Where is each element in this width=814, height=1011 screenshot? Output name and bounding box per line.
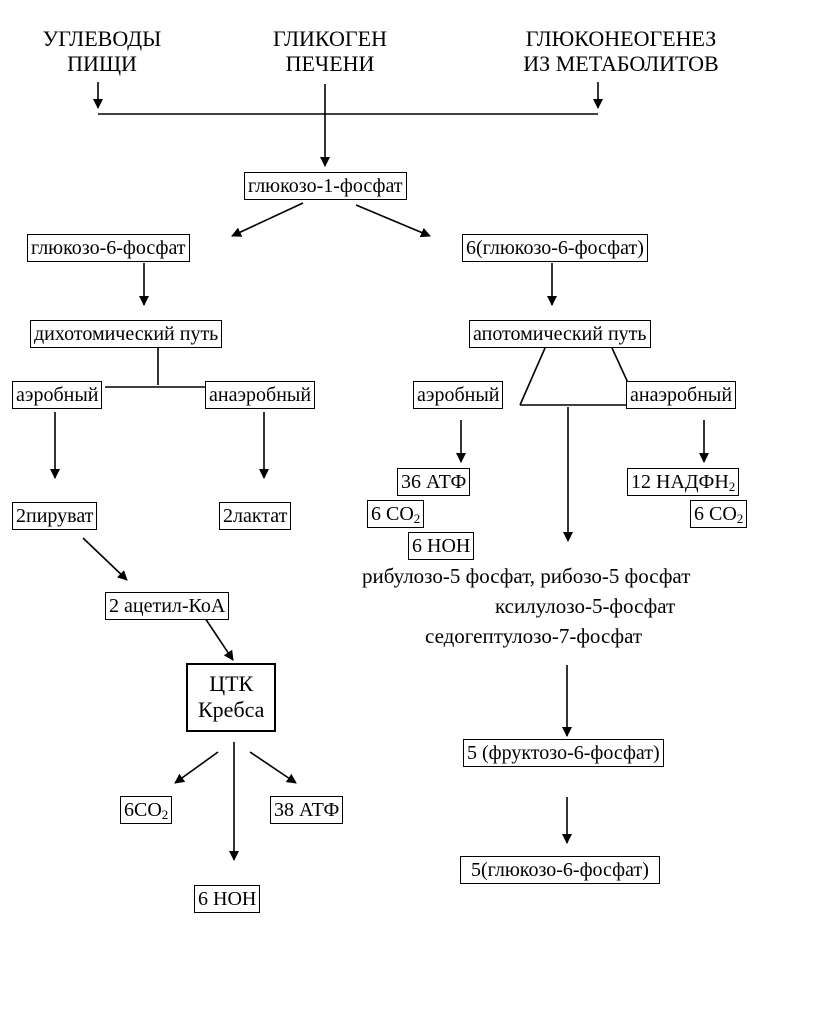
- node-anaerobic-right: анаэробный: [626, 381, 737, 409]
- pentoses-line1: рибулозо-5 фосфат, рибозо-5 фосфат: [362, 564, 691, 588]
- node-apotomic-path: апотомический путь: [469, 320, 651, 348]
- node-aerobic-left: аэробный: [12, 381, 103, 409]
- arrow-pyruvate-acetyl: [82, 537, 128, 581]
- node-dichotomic-path: дихотомический путь: [30, 320, 223, 348]
- co2-left-text: 6CO: [124, 799, 162, 821]
- node-co2-mid: 6 CO2: [367, 500, 425, 528]
- node-atp-36: 36 АТФ: [397, 468, 471, 496]
- source-carbs-line2: ПИЩИ: [67, 51, 137, 77]
- arrow-acetyl-ctk: [204, 617, 234, 661]
- co2-mid-text: 6 CO: [371, 503, 414, 525]
- source-glycogen: ГЛИКОГЕН ПЕЧЕНИ: [260, 26, 400, 77]
- nadph-sub: 2: [728, 479, 736, 494]
- node-atp-38: 38 АТФ: [270, 796, 344, 824]
- node-pyruvate: 2пируват: [12, 502, 98, 530]
- apot-right: [611, 347, 630, 386]
- pentoses-line2: ксилулозо-5-фосфат: [495, 594, 676, 618]
- node-hoh-mid: 6 НОН: [408, 532, 475, 560]
- node-nadph: 12 НАДФН2: [627, 468, 740, 496]
- source-carbs-line1: УГЛЕВОДЫ: [42, 26, 162, 51]
- node-glucose-6-phosphate-right: 6(глюкозо-6-фосфат): [462, 234, 648, 262]
- source-glycogen-line1: ГЛИКОГЕН: [273, 26, 387, 51]
- apot-left: [519, 347, 546, 406]
- nadph-text: 12 НАДФН: [631, 471, 729, 493]
- node-lactate: 2лактат: [219, 502, 292, 530]
- co2-left-sub: 2: [161, 807, 169, 822]
- node-fructose-6-phosphate: 5 (фруктозо-6-фосфат): [463, 739, 664, 767]
- node-co2-left: 6CO2: [120, 796, 173, 824]
- source-gluconeo-line2: ИЗ МЕТАБОЛИТОВ: [523, 51, 719, 77]
- source-glycogen-line2: ПЕЧЕНИ: [285, 51, 375, 77]
- source-carbs: УГЛЕВОДЫ ПИЩИ: [32, 26, 172, 77]
- co2-right-sub: 2: [736, 511, 744, 526]
- arrow-g1p-left: [231, 202, 304, 237]
- node-glucose-6-phosphate-final: 5(глюкозо-6-фосфат): [460, 856, 660, 884]
- krebs-line1: ЦТК: [209, 671, 254, 696]
- co2-mid-sub: 2: [413, 511, 421, 526]
- arrow-ctk-atp: [249, 751, 297, 784]
- node-krebs-cycle: ЦТК Кребса: [186, 663, 277, 732]
- node-glucose-6-phosphate-left: глюкозо-6-фосфат: [27, 234, 190, 262]
- node-hoh-left: 6 НОН: [194, 885, 261, 913]
- co2-right-text: 6 CO: [694, 503, 737, 525]
- node-aerobic-right: аэробный: [413, 381, 504, 409]
- arrow-ctk-co2: [174, 751, 219, 784]
- node-glucose-1-phosphate: глюкозо-1-фосфат: [244, 172, 407, 200]
- arrow-g1p-right: [355, 204, 431, 238]
- node-anaerobic-left: анаэробный: [205, 381, 316, 409]
- node-acetyl-coa: 2 ацетил-КоА: [105, 592, 230, 620]
- krebs-line2: Кребса: [198, 697, 265, 723]
- source-gluconeo-line1: ГЛЮКОНЕОГЕНЕЗ: [525, 26, 717, 51]
- source-gluconeo: ГЛЮКОНЕОГЕНЕЗ ИЗ МЕТАБОЛИТОВ: [500, 26, 742, 77]
- node-co2-right: 6 CO2: [690, 500, 748, 528]
- pentoses-line3: седогептулозо-7-фосфат: [425, 624, 643, 648]
